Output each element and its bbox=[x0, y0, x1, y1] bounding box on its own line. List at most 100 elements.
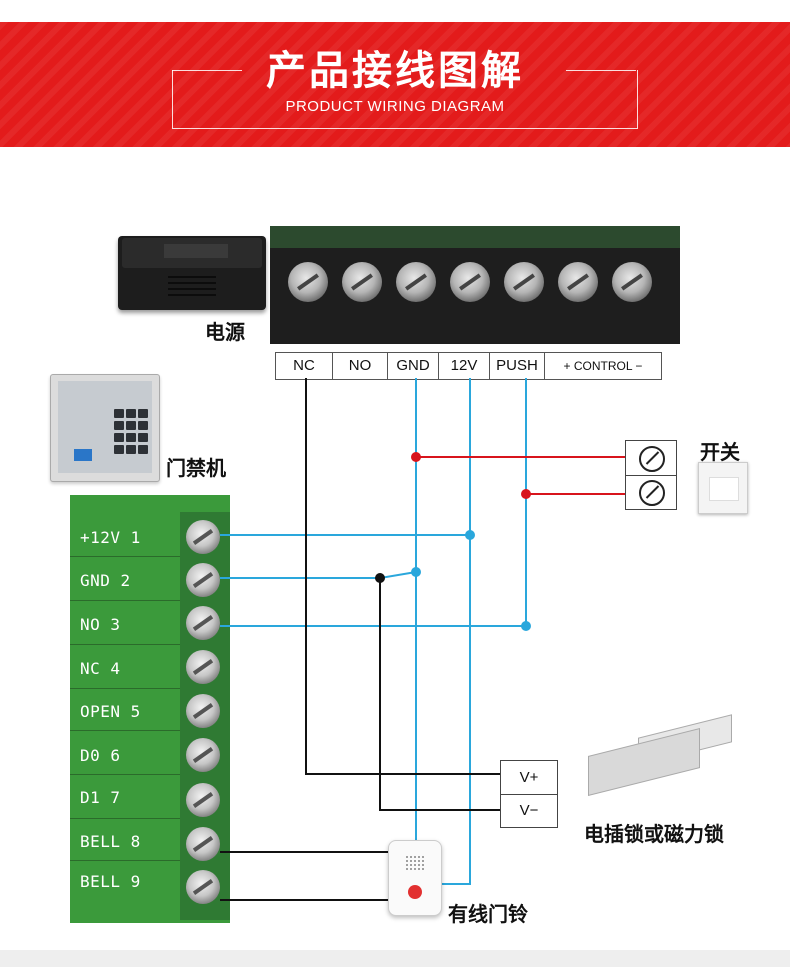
banner-frame-line-right bbox=[566, 70, 636, 71]
board-divider bbox=[70, 730, 180, 731]
terminal-screw bbox=[558, 262, 598, 302]
access-controller-image bbox=[50, 374, 160, 482]
switch-symbol-icon bbox=[639, 446, 665, 472]
keypad-key bbox=[126, 433, 136, 442]
terminal-screw bbox=[450, 262, 490, 302]
doorbell-logo-icon bbox=[408, 885, 422, 899]
terminal-screw bbox=[504, 262, 544, 302]
lock-terminal-v-minus: V− bbox=[519, 802, 539, 819]
psu-label-no: NO bbox=[333, 353, 388, 379]
switch-terminal bbox=[626, 475, 676, 509]
psu-label-nc: NC bbox=[276, 353, 333, 379]
keypad-panel bbox=[58, 381, 152, 473]
controller-terminal-label: BELL 9 bbox=[80, 872, 141, 891]
lock-terminal-box: V+ V− bbox=[500, 760, 558, 828]
keypad-key bbox=[114, 445, 124, 454]
controller-terminal-label: GND 2 bbox=[80, 571, 131, 590]
psu-vent bbox=[168, 294, 216, 296]
switch-caption: 开关 bbox=[700, 440, 740, 464]
wire-nc-to-v-plus bbox=[305, 378, 500, 775]
wire-gnd-to-v-minus bbox=[379, 578, 500, 811]
keypad-key bbox=[138, 421, 148, 430]
doorbell-image bbox=[388, 840, 442, 916]
switch-terminal bbox=[626, 441, 676, 476]
board-divider bbox=[70, 860, 180, 861]
psu-label-gnd: GND bbox=[388, 353, 439, 379]
controller-terminal-screw bbox=[186, 520, 220, 554]
keypad-key bbox=[126, 445, 136, 454]
power-supply-caption: 电源 bbox=[205, 320, 245, 344]
keypad-key bbox=[138, 409, 148, 418]
board-divider bbox=[70, 600, 180, 601]
junction-dot bbox=[411, 567, 421, 577]
keypad-key bbox=[138, 433, 148, 442]
junction-dot bbox=[465, 530, 475, 540]
psu-vent bbox=[168, 276, 216, 278]
board-divider bbox=[70, 774, 180, 775]
exit-button-image bbox=[698, 462, 748, 514]
access-controller-caption: 门禁机 bbox=[166, 456, 226, 480]
keypad-key bbox=[126, 409, 136, 418]
terminal-screw bbox=[612, 262, 652, 302]
banner-frame-line-left bbox=[172, 70, 242, 71]
header-banner bbox=[0, 22, 790, 147]
psu-vent bbox=[168, 288, 216, 290]
footer-strip bbox=[0, 950, 790, 967]
junction-dot bbox=[375, 573, 385, 583]
controller-terminal-screw bbox=[186, 827, 220, 861]
controller-terminal-label: BELL 8 bbox=[80, 832, 141, 851]
controller-terminal-label: D1 7 bbox=[80, 788, 121, 807]
keypad-key bbox=[114, 409, 124, 418]
keypad-key bbox=[126, 421, 136, 430]
board-divider bbox=[70, 688, 180, 689]
controller-terminal-label: NC 4 bbox=[80, 659, 121, 678]
psu-pcb-edge bbox=[270, 226, 680, 248]
page-title: 产品接线图解 bbox=[266, 48, 524, 94]
power-supply-image bbox=[118, 236, 266, 310]
switch-terminal-box bbox=[625, 440, 677, 510]
psu-vent bbox=[168, 282, 216, 284]
keypad-key bbox=[138, 445, 148, 454]
rfid-reader-icon bbox=[74, 449, 92, 461]
psu-terminal-block-image bbox=[270, 226, 680, 344]
controller-terminal-screw bbox=[186, 606, 220, 640]
controller-terminal-screw bbox=[186, 563, 220, 597]
board-divider bbox=[70, 818, 180, 819]
board-divider bbox=[70, 644, 180, 645]
keypad-key bbox=[114, 421, 124, 430]
psu-label-12v: 12V bbox=[439, 353, 490, 379]
controller-terminal-label: OPEN 5 bbox=[80, 702, 141, 721]
terminal-screw bbox=[396, 262, 436, 302]
doorbell-speaker-icon bbox=[405, 855, 425, 871]
psu-label-control: + CONTROL − bbox=[563, 359, 643, 373]
doorbell-caption: 有线门铃 bbox=[448, 902, 528, 926]
board-divider bbox=[70, 556, 180, 557]
junction-dot bbox=[521, 621, 531, 631]
switch-symbol-icon bbox=[639, 480, 665, 506]
psu-terminal-label-row: NC NO GND 12V PUSH + CONTROL − bbox=[275, 352, 662, 380]
controller-terminal-label: D0 6 bbox=[80, 746, 121, 765]
psu-label-push: PUSH bbox=[490, 353, 545, 379]
wire-gnd-to-terminal2 bbox=[220, 571, 417, 579]
keypad-key bbox=[114, 433, 124, 442]
controller-terminal-screw bbox=[186, 783, 220, 817]
lock-terminal-v-plus: V+ bbox=[501, 761, 557, 795]
psu-top-panel bbox=[122, 238, 262, 268]
terminal-screw bbox=[342, 262, 382, 302]
wire-push bbox=[220, 378, 527, 627]
controller-terminal-label: +12V 1 bbox=[80, 528, 141, 547]
psu-label-plate bbox=[164, 244, 228, 258]
controller-terminal-label: NO 3 bbox=[80, 615, 121, 634]
lock-caption: 电插锁或磁力锁 bbox=[584, 822, 724, 846]
junction-dot bbox=[411, 452, 421, 462]
banner-frame bbox=[172, 70, 638, 129]
wire-12v bbox=[430, 378, 471, 885]
controller-terminal-screw bbox=[186, 650, 220, 684]
controller-terminal-screw bbox=[186, 738, 220, 772]
controller-terminal-screw bbox=[186, 870, 220, 904]
junction-dot bbox=[521, 489, 531, 499]
page-subtitle: PRODUCT WIRING DIAGRAM bbox=[285, 98, 505, 115]
controller-terminal-screw bbox=[186, 694, 220, 728]
terminal-screw bbox=[288, 262, 328, 302]
